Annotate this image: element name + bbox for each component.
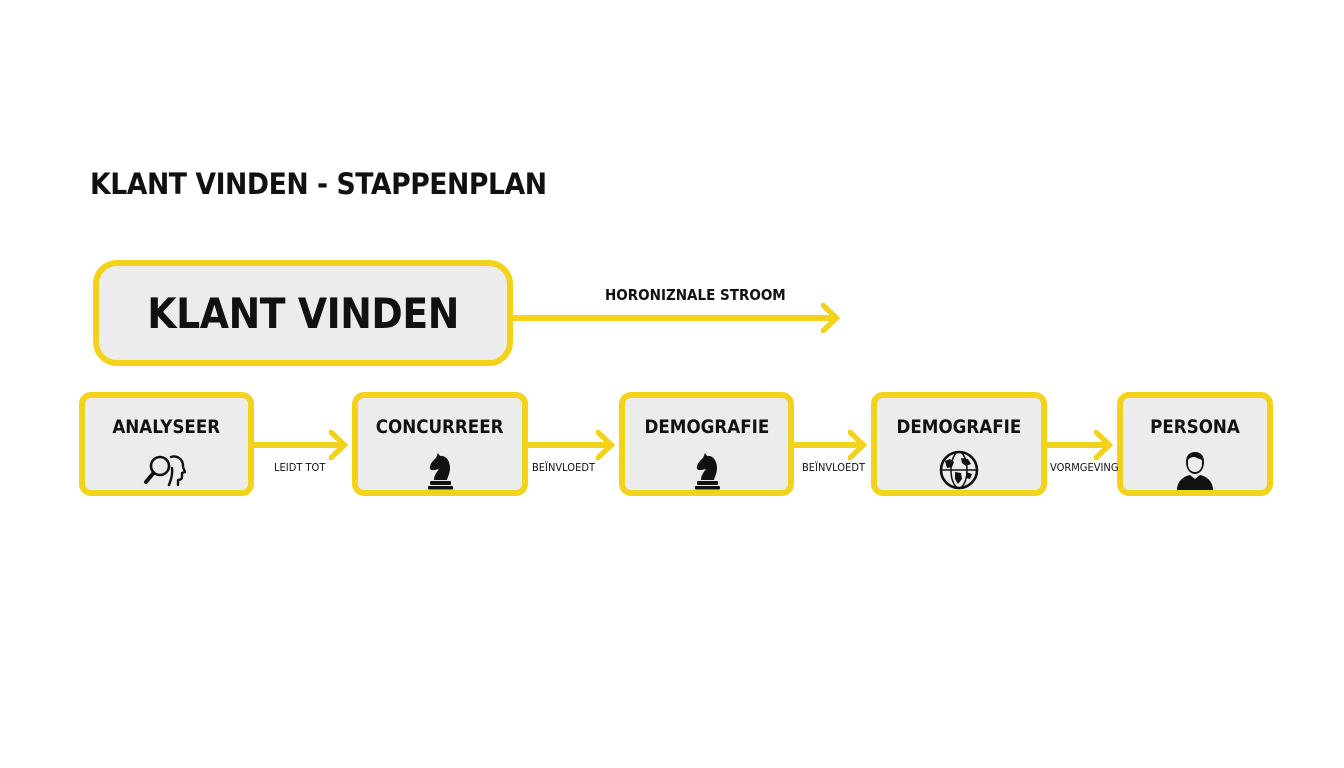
connector-label-1: LEIDT TOT [274,461,326,474]
step-label: DEMOGRAFIE [644,416,769,438]
chess-knight-icon [694,453,720,490]
connector-label-4: VORMGEVING [1050,461,1119,474]
page-title: KLANT VINDEN - STAPPENPLAN [90,167,547,201]
step-analyseer: ANALYSEER [79,392,254,496]
step-persona: PERSONA [1117,392,1273,496]
person-icon [1177,452,1213,490]
main-node-label: KLANT VINDEN [147,288,459,338]
step-concurreer: CONCURREER [352,392,528,496]
step-demografie-1: DEMOGRAFIE [619,392,794,496]
flow-label: HORONIZNALE STROOM [605,286,786,304]
step-label: CONCURREER [376,416,504,438]
connector-label-3: BEÏNVLOEDT [802,461,866,474]
step-demografie-2: DEMOGRAFIE [871,392,1047,496]
connector-label-2: BEÏNVLOEDT [532,461,596,474]
step-label: DEMOGRAFIE [896,416,1022,438]
globe-icon [939,450,979,490]
main-node: KLANT VINDEN [93,260,513,366]
chess-knight-icon [428,453,453,490]
step-label: ANALYSEER [112,416,221,438]
step-label: PERSONA [1150,416,1240,438]
magnifier-profile-icon [143,455,186,487]
